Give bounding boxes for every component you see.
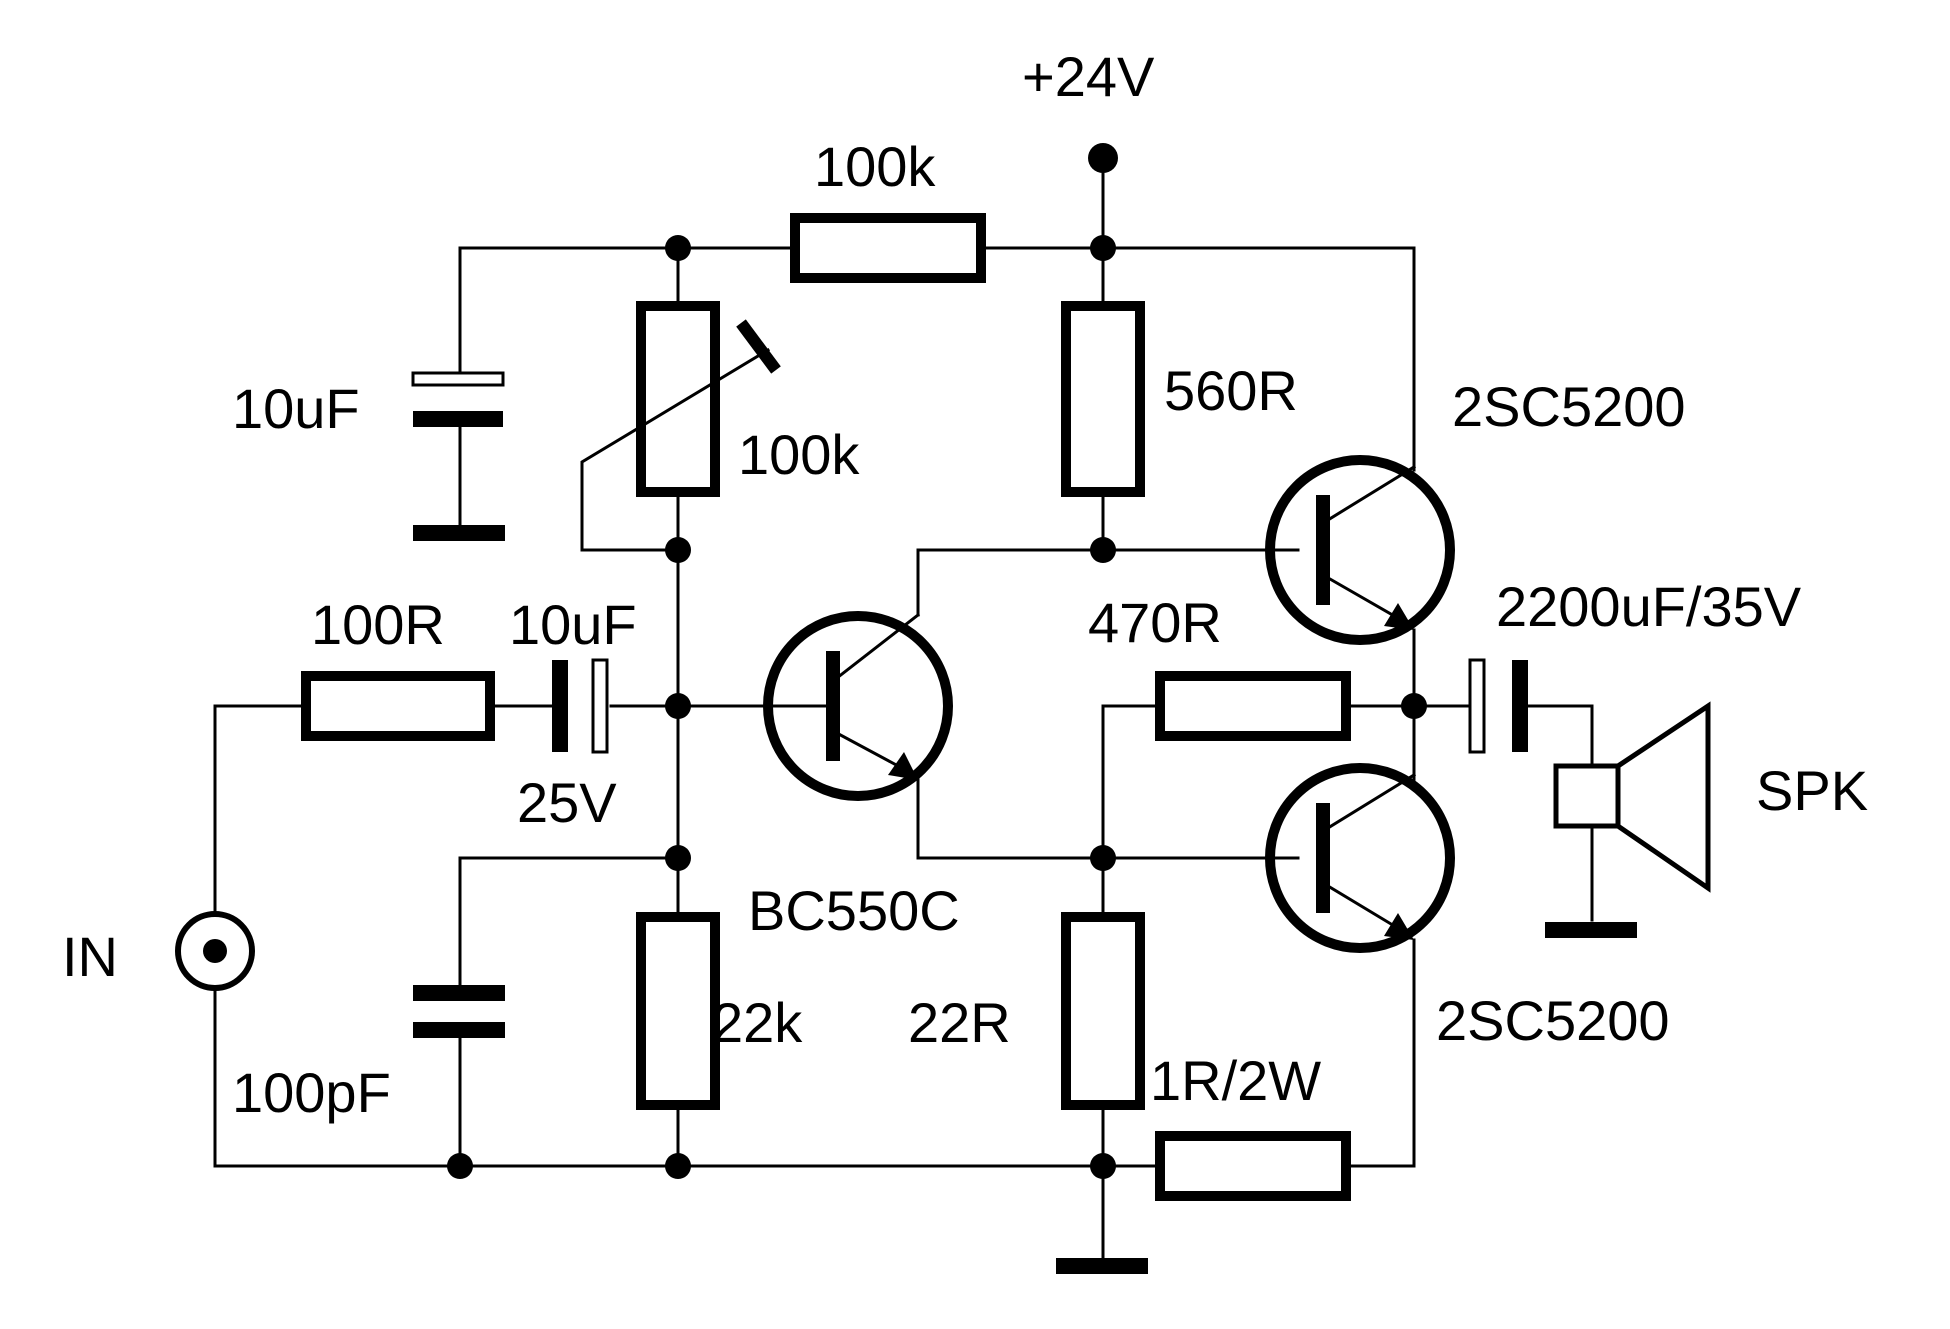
capacitor-10uf-bootstrap-minus [413,411,503,427]
capacitor-100pf-top [413,985,505,1001]
ground-main [1056,1258,1148,1274]
label-r-emitter-out: 1R/2W [1150,1049,1321,1112]
resistor-100k-top [790,213,986,283]
capacitor-10uf-input-plus [591,658,609,754]
trimmer-wiper-mark [736,319,781,374]
label-r-bias-bottom: 22k [712,991,803,1054]
junctions [447,143,1427,1179]
transistor-bc550c [763,611,953,801]
transistor-2sc5200-lower [1265,763,1455,953]
label-supply: +24V [1022,45,1155,108]
label-c-output: 2200uF/35V [1496,575,1802,638]
grounds [413,424,1637,1274]
label-r-feedback-top: 100k [814,135,936,198]
label-input: IN [62,925,118,988]
transistor-2sc5200-upper [1265,455,1455,645]
labels: +24V 100k 10uF 100k 560R 2SC5200 100R 10… [62,45,1868,1124]
label-trimmer: 100k [738,423,860,486]
label-c-bootstrap: 10uF [232,377,360,440]
capacitors [411,371,1528,1038]
ground-speaker [1545,922,1637,938]
ground-bootstrap [413,525,505,541]
capacitor-100pf-bottom [413,1022,505,1038]
label-c-input-voltage: 25V [517,771,617,834]
label-r-input: 100R [311,593,445,656]
label-r-emitter: 22R [908,991,1011,1054]
input-jack [175,911,255,991]
resistor-560r [1061,301,1145,497]
resistor-100r [301,671,495,741]
speaker [1553,701,1711,893]
label-q-driver: BC550C [748,879,960,942]
resistor-1r-2w [1155,1131,1351,1201]
label-q-lower: 2SC5200 [1436,989,1670,1052]
resistor-22k [636,912,720,1110]
capacitor-10uf-bootstrap-plus [411,371,505,387]
capacitor-10uf-input-minus [552,660,568,752]
label-r-470: 470R [1088,591,1222,654]
label-c-input: 10uF [509,593,637,656]
label-q-upper: 2SC5200 [1452,375,1686,438]
capacitor-2200uf-minus [1512,660,1528,752]
resistor-22r [1061,912,1145,1110]
capacitor-2200uf-plus [1468,658,1486,754]
trimmer-100k [636,301,720,497]
label-c-100p: 100pF [232,1061,391,1124]
resistor-470r [1155,671,1351,741]
label-r-collector: 560R [1164,359,1298,422]
wires [213,156,1594,1260]
resistors [301,213,1351,1201]
label-speaker: SPK [1756,759,1868,822]
